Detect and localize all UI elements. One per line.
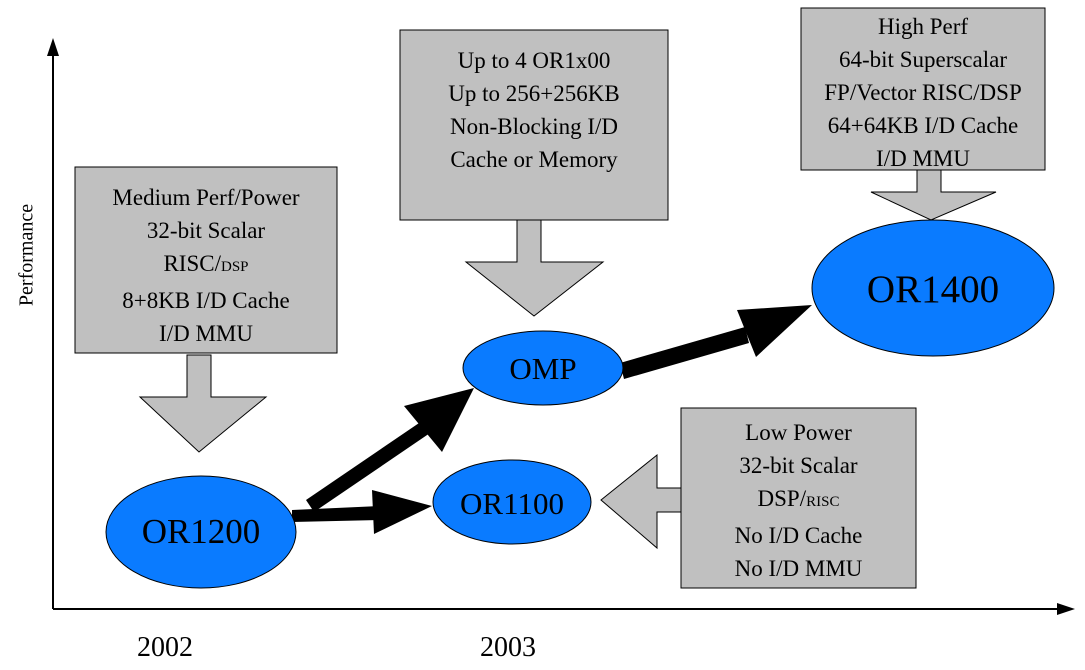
node-or1400 [811, 219, 1055, 357]
callout-or1400-line1: High Perf [877, 14, 969, 39]
callout-or1200-line1: Medium Perf/Power [112, 185, 300, 210]
callout-or1100-line3: DSP/RISC [681, 482, 916, 519]
callout-or1400-line3: FP/Vector RISC/DSP [824, 80, 1022, 105]
callout-or1400-line2: 64-bit Superscalar [839, 47, 1007, 72]
y-axis-arrowhead [47, 38, 59, 56]
callout-or1100-line2: 32-bit Scalar [739, 453, 858, 478]
callout-box-or1400 [800, 7, 1046, 171]
callout-or1200-line3-small: DSP [221, 259, 249, 275]
callout-text-or1200: Medium Perf/Power 32-bit Scalar RISC/DSP… [75, 181, 337, 350]
callout-or1200-line4: 8+8KB I/D Cache [122, 288, 290, 313]
callout-or1100-line1: Low Power [745, 420, 852, 445]
node-or1100 [432, 459, 592, 545]
block-arrow-or1200 [138, 354, 268, 453]
block-arrow-or1400 [870, 169, 997, 221]
block-arrow-omp [464, 219, 605, 317]
node-label-or1400: OR1400 [866, 268, 1000, 311]
callout-or1200-line5: I/D MMU [159, 321, 253, 346]
callout-or1200-line3-main: RISC/ [163, 251, 221, 276]
callout-omp-line2: Up to 256+256KB [448, 81, 620, 106]
callout-omp-line4: Cache or Memory [450, 147, 618, 172]
callout-omp-line3: Non-Blocking I/D [449, 114, 618, 139]
callout-omp-line1: Up to 4 OR1x00 [457, 48, 611, 73]
callout-or1200-line3: RISC/DSP [75, 247, 337, 284]
callout-box-or1200 [74, 166, 338, 354]
transition-arrow-or1200-to-omp [306, 388, 474, 512]
callout-or1200-line2: 32-bit Scalar [146, 218, 266, 243]
callout-or1100-line3-small: RISC [806, 494, 840, 510]
callout-or1100-line5: No I/D MMU [734, 556, 863, 581]
node-label-or1200: OR1200 [141, 512, 261, 551]
x-tick-2002: 2002 [137, 632, 193, 663]
callout-or1400-line5: I/D MMU [876, 146, 970, 171]
callout-box-or1100 [680, 407, 917, 589]
node-label-omp: OMP [509, 351, 577, 386]
callout-text-or1400: High Perf 64-bit Superscalar FP/Vector R… [801, 10, 1045, 175]
node-or1200 [105, 475, 297, 589]
x-tick-2003: 2003 [480, 632, 536, 663]
callout-or1100-line4: No I/D Cache [734, 523, 863, 548]
y-axis-label: Performance [15, 203, 38, 307]
callout-text-omp: Up to 4 OR1x00 Up to 256+256KB Non-Block… [400, 44, 668, 176]
node-omp [462, 330, 624, 406]
node-label-or1100: OR1100 [460, 486, 564, 521]
x-axis-arrowhead [1057, 603, 1075, 615]
callout-or1100-line3-main: DSP/ [757, 486, 807, 511]
block-arrow-or1100 [600, 453, 682, 550]
callout-or1400-line4: 64+64KB I/D Cache [827, 113, 1019, 138]
callout-text-or1100: Low Power 32-bit Scalar DSP/RISC No I/D … [681, 416, 916, 585]
transition-arrow-omp-to-or1400 [620, 305, 812, 379]
